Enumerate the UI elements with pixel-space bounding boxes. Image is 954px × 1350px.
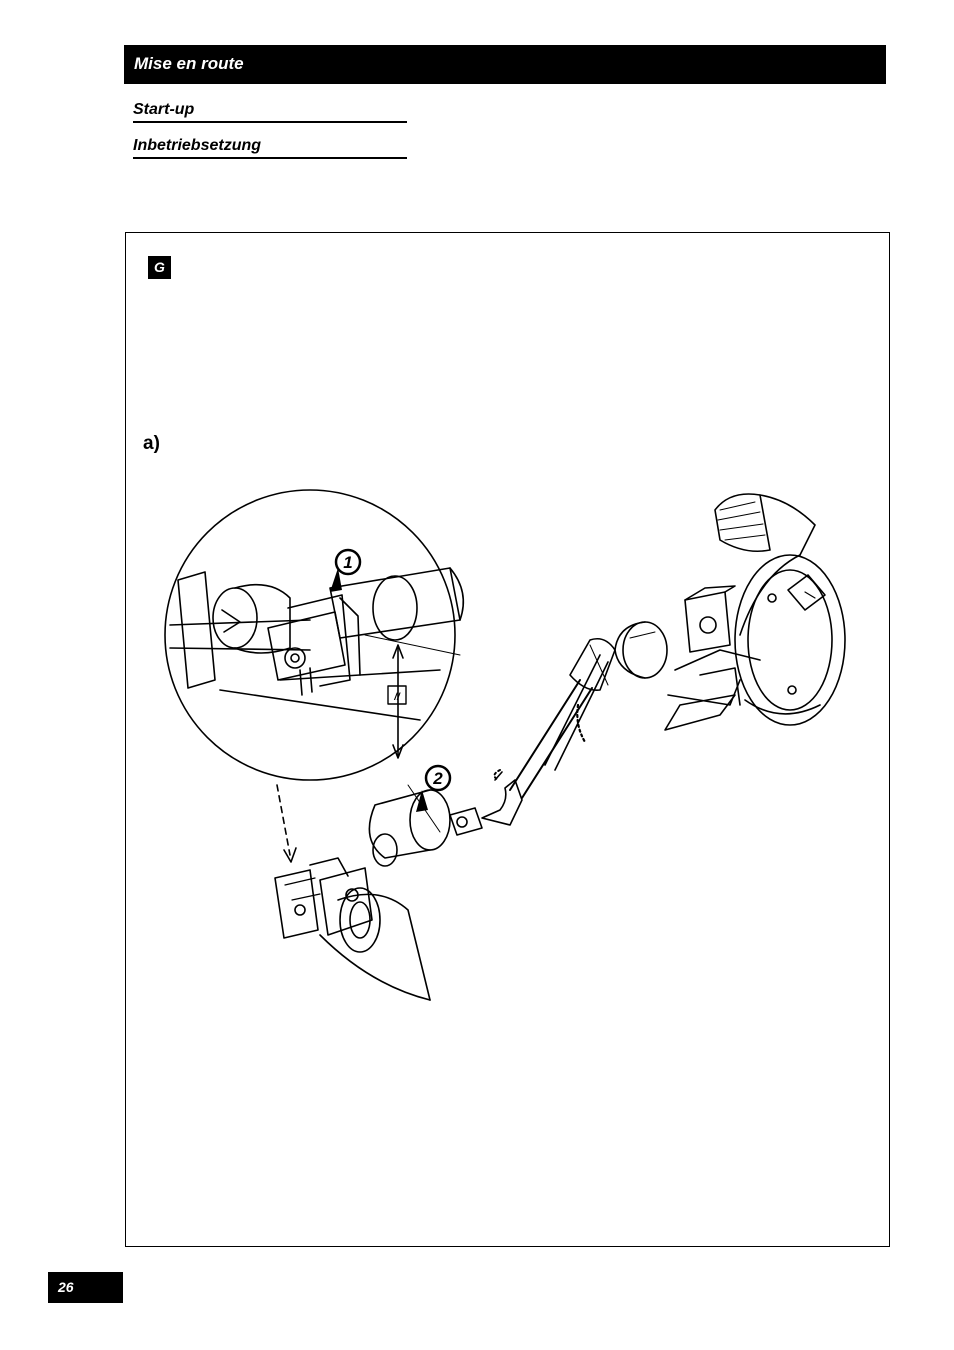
- detail-circle: [165, 490, 455, 780]
- subtitle-english: Start-up: [133, 101, 407, 123]
- parallel-mark: //: [393, 692, 401, 703]
- step-label: a): [143, 433, 160, 455]
- page-number: 26: [58, 1279, 74, 1295]
- section-header-bar: Mise en route: [124, 45, 886, 84]
- callout-2-label: 2: [432, 769, 443, 788]
- subtitle-german: Inbetriebsetzung: [133, 137, 407, 159]
- callout-1-label: 1: [343, 553, 352, 572]
- page-number-box: 26: [48, 1272, 123, 1303]
- section-badge: G: [148, 256, 171, 279]
- section-title: Mise en route: [134, 54, 244, 74]
- pto-shaft-illustration: 1 2 //: [160, 480, 880, 1020]
